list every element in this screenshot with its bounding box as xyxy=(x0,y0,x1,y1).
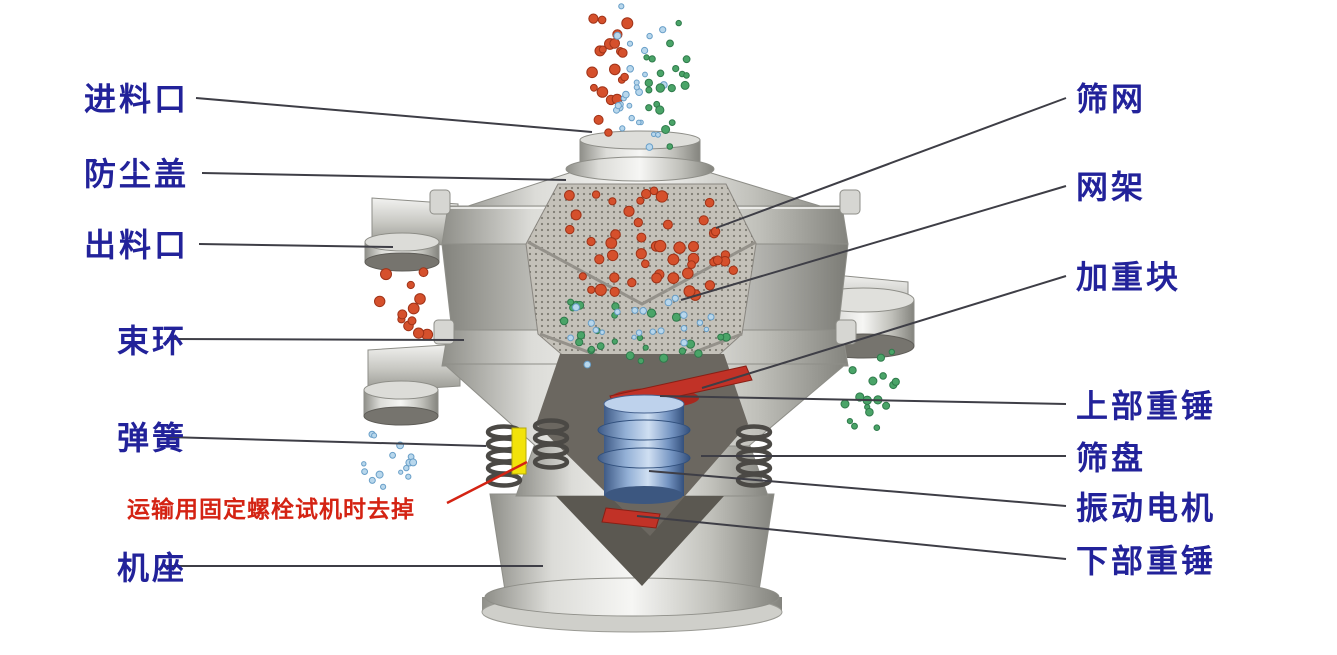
transport-fixing-bolt xyxy=(511,427,527,475)
label-machine-base: 机座 xyxy=(117,550,188,586)
particles-feed-blue xyxy=(613,3,668,151)
label-feed-inlet: 进料口 xyxy=(84,81,190,117)
clamp-left-upper xyxy=(429,189,451,215)
leader-mesh-frame xyxy=(680,185,1067,301)
particles-outlet-red xyxy=(374,267,434,341)
leader-lower-weight xyxy=(636,515,1067,560)
label-transport-bolt-note: 运输用固定螺栓试机时去掉 xyxy=(127,497,415,522)
leader-screen-mesh xyxy=(715,97,1067,229)
leader-vibration-motor xyxy=(648,470,1067,507)
label-vibration-motor: 振动电机 xyxy=(1076,490,1217,526)
particles-outlet-green xyxy=(840,348,900,432)
clamp-left-lower xyxy=(433,319,455,345)
particles-feed-green xyxy=(643,19,691,150)
label-discharge-outlet: 出料口 xyxy=(84,227,190,263)
leader-clamp-ring xyxy=(166,338,465,341)
particles-chamber-red xyxy=(564,186,738,301)
particles-deck-blue xyxy=(567,294,715,369)
label-clamp-ring: 束环 xyxy=(117,323,188,359)
label-weight-block: 加重块 xyxy=(1076,259,1182,295)
leader-discharge-outlet xyxy=(198,243,394,248)
label-sieve-pan: 筛盘 xyxy=(1076,440,1147,476)
leader-lines xyxy=(166,97,1067,567)
label-upper-weight: 上部重锤 xyxy=(1076,388,1217,424)
discharge-spout-lower-left xyxy=(363,343,461,426)
particles-outlet-blue xyxy=(361,430,418,490)
leader-feed-inlet xyxy=(195,97,593,133)
suspension-springs xyxy=(485,418,773,488)
leader-upper-weight xyxy=(659,395,1067,405)
lower-weight-plate xyxy=(601,507,661,529)
label-mesh-frame: 网架 xyxy=(1076,169,1147,205)
clamp-right-lower xyxy=(835,319,857,345)
particles-feed-red xyxy=(586,13,634,137)
cutaway-interior xyxy=(525,183,757,374)
label-screen-mesh: 筛网 xyxy=(1076,81,1147,117)
leader-spring xyxy=(166,436,487,447)
label-dust-cover: 防尘盖 xyxy=(84,156,190,192)
leader-transport-bolt xyxy=(446,460,528,505)
clamp-right-upper xyxy=(839,189,861,215)
leader-dust-cover xyxy=(201,172,567,181)
label-lower-weight: 下部重锤 xyxy=(1076,543,1217,579)
label-spring: 弹簧 xyxy=(117,420,188,456)
vibration-motor-assembly xyxy=(597,365,753,529)
feed-inlet-opening xyxy=(579,130,701,150)
inlet-flange xyxy=(565,156,715,182)
leader-weight-block xyxy=(701,275,1067,389)
